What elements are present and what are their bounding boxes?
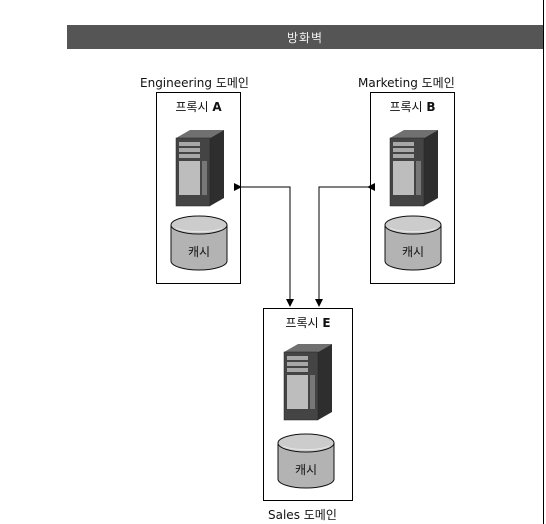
cache-b-label: 캐시 — [401, 245, 425, 259]
page-edge-rule — [543, 0, 544, 524]
cache-disk-icon — [170, 215, 228, 271]
proxy-a-letter: A — [212, 100, 222, 114]
proxy-b-title: 프록시 B — [371, 98, 454, 115]
cache-disk-icon — [277, 433, 335, 489]
marketing-domain-label: Marketing 도메인 — [358, 76, 455, 90]
firewall-label: 방화벽 — [286, 30, 324, 45]
sales-domain-label: Sales 도메인 — [268, 508, 337, 522]
proxy-e-title: 프록시 E — [264, 314, 352, 331]
engineering-domain-label: Engineering 도메인 — [140, 76, 249, 90]
server-icon — [283, 344, 332, 421]
cache-disk-icon — [384, 215, 442, 271]
cache-a: 캐시 — [170, 215, 228, 273]
proxy-b-prefix: 프록시 — [389, 100, 423, 114]
proxy-a-title: 프록시 A — [157, 98, 240, 115]
proxy-e-box: 프록시 E 캐시 — [263, 308, 353, 501]
cache-e: 캐시 — [277, 433, 335, 491]
cache-a-label: 캐시 — [187, 245, 211, 259]
cache-e-label: 캐시 — [294, 463, 318, 477]
connector-b-e — [315, 183, 375, 307]
firewall-bar: 방화벽 — [67, 25, 543, 49]
server-icon — [389, 130, 438, 207]
proxy-e-letter: E — [322, 316, 331, 330]
server-icon — [175, 130, 224, 207]
cache-b: 캐시 — [384, 215, 442, 273]
proxy-e-prefix: 프록시 — [285, 316, 319, 330]
connector-a-e — [234, 183, 294, 307]
proxy-b-letter: B — [426, 100, 436, 114]
proxy-a-prefix: 프록시 — [175, 100, 209, 114]
